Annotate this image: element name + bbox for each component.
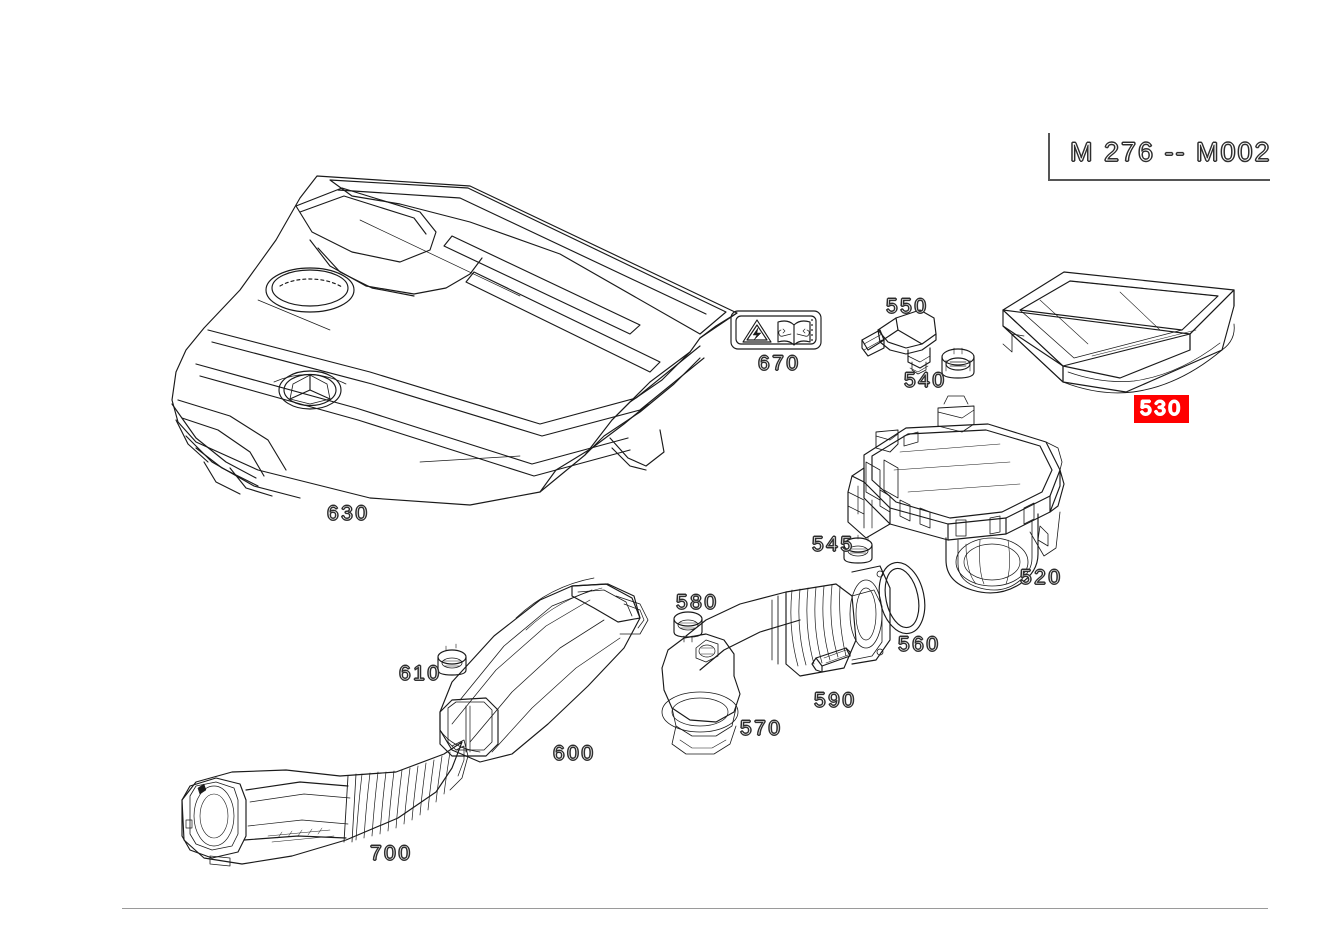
part-callout-560[interactable]: 560 — [898, 633, 941, 656]
part-530-air-filter-element — [1002, 271, 1235, 394]
part-callout-570[interactable]: 570 — [740, 717, 783, 740]
engine-code-tag: M 276 -- M002 — [1048, 133, 1270, 181]
part-700-intake-air-duct — [181, 739, 469, 867]
part-callout-550[interactable]: 550 — [886, 295, 929, 318]
part-callout-590[interactable]: 590 — [814, 689, 857, 712]
part-callout-600[interactable]: 600 — [553, 742, 596, 765]
part-540-grommet — [941, 347, 975, 379]
part-callout-700[interactable]: 700 — [370, 842, 413, 865]
part-callout-670[interactable]: 670 — [758, 352, 801, 375]
mercedes-star-emblem — [278, 370, 342, 410]
part-callout-520[interactable]: 520 — [1020, 566, 1063, 589]
footer-divider — [122, 908, 1268, 909]
part-callout-540[interactable]: 540 — [904, 369, 947, 392]
part-callout-530[interactable]: 530 — [1134, 395, 1189, 423]
part-callout-610[interactable]: 610 — [399, 662, 442, 685]
part-callout-545[interactable]: 545 — [812, 533, 855, 556]
part-610-grommet — [437, 643, 467, 676]
part-600-air-duct-upper — [439, 577, 649, 763]
part-callout-630[interactable]: 630 — [327, 502, 370, 525]
part-520-air-cleaner-housing — [847, 395, 1065, 594]
part-545-grommet — [843, 534, 873, 564]
part-callout-580[interactable]: 580 — [676, 591, 719, 614]
part-670-warning-label — [730, 310, 822, 350]
part-590-mounting-bolt — [811, 647, 851, 673]
part-550-maf-sensor — [861, 309, 937, 375]
part-630-engine-cover — [171, 175, 738, 506]
engine-code-label: M 276 -- M002 — [1070, 137, 1272, 167]
